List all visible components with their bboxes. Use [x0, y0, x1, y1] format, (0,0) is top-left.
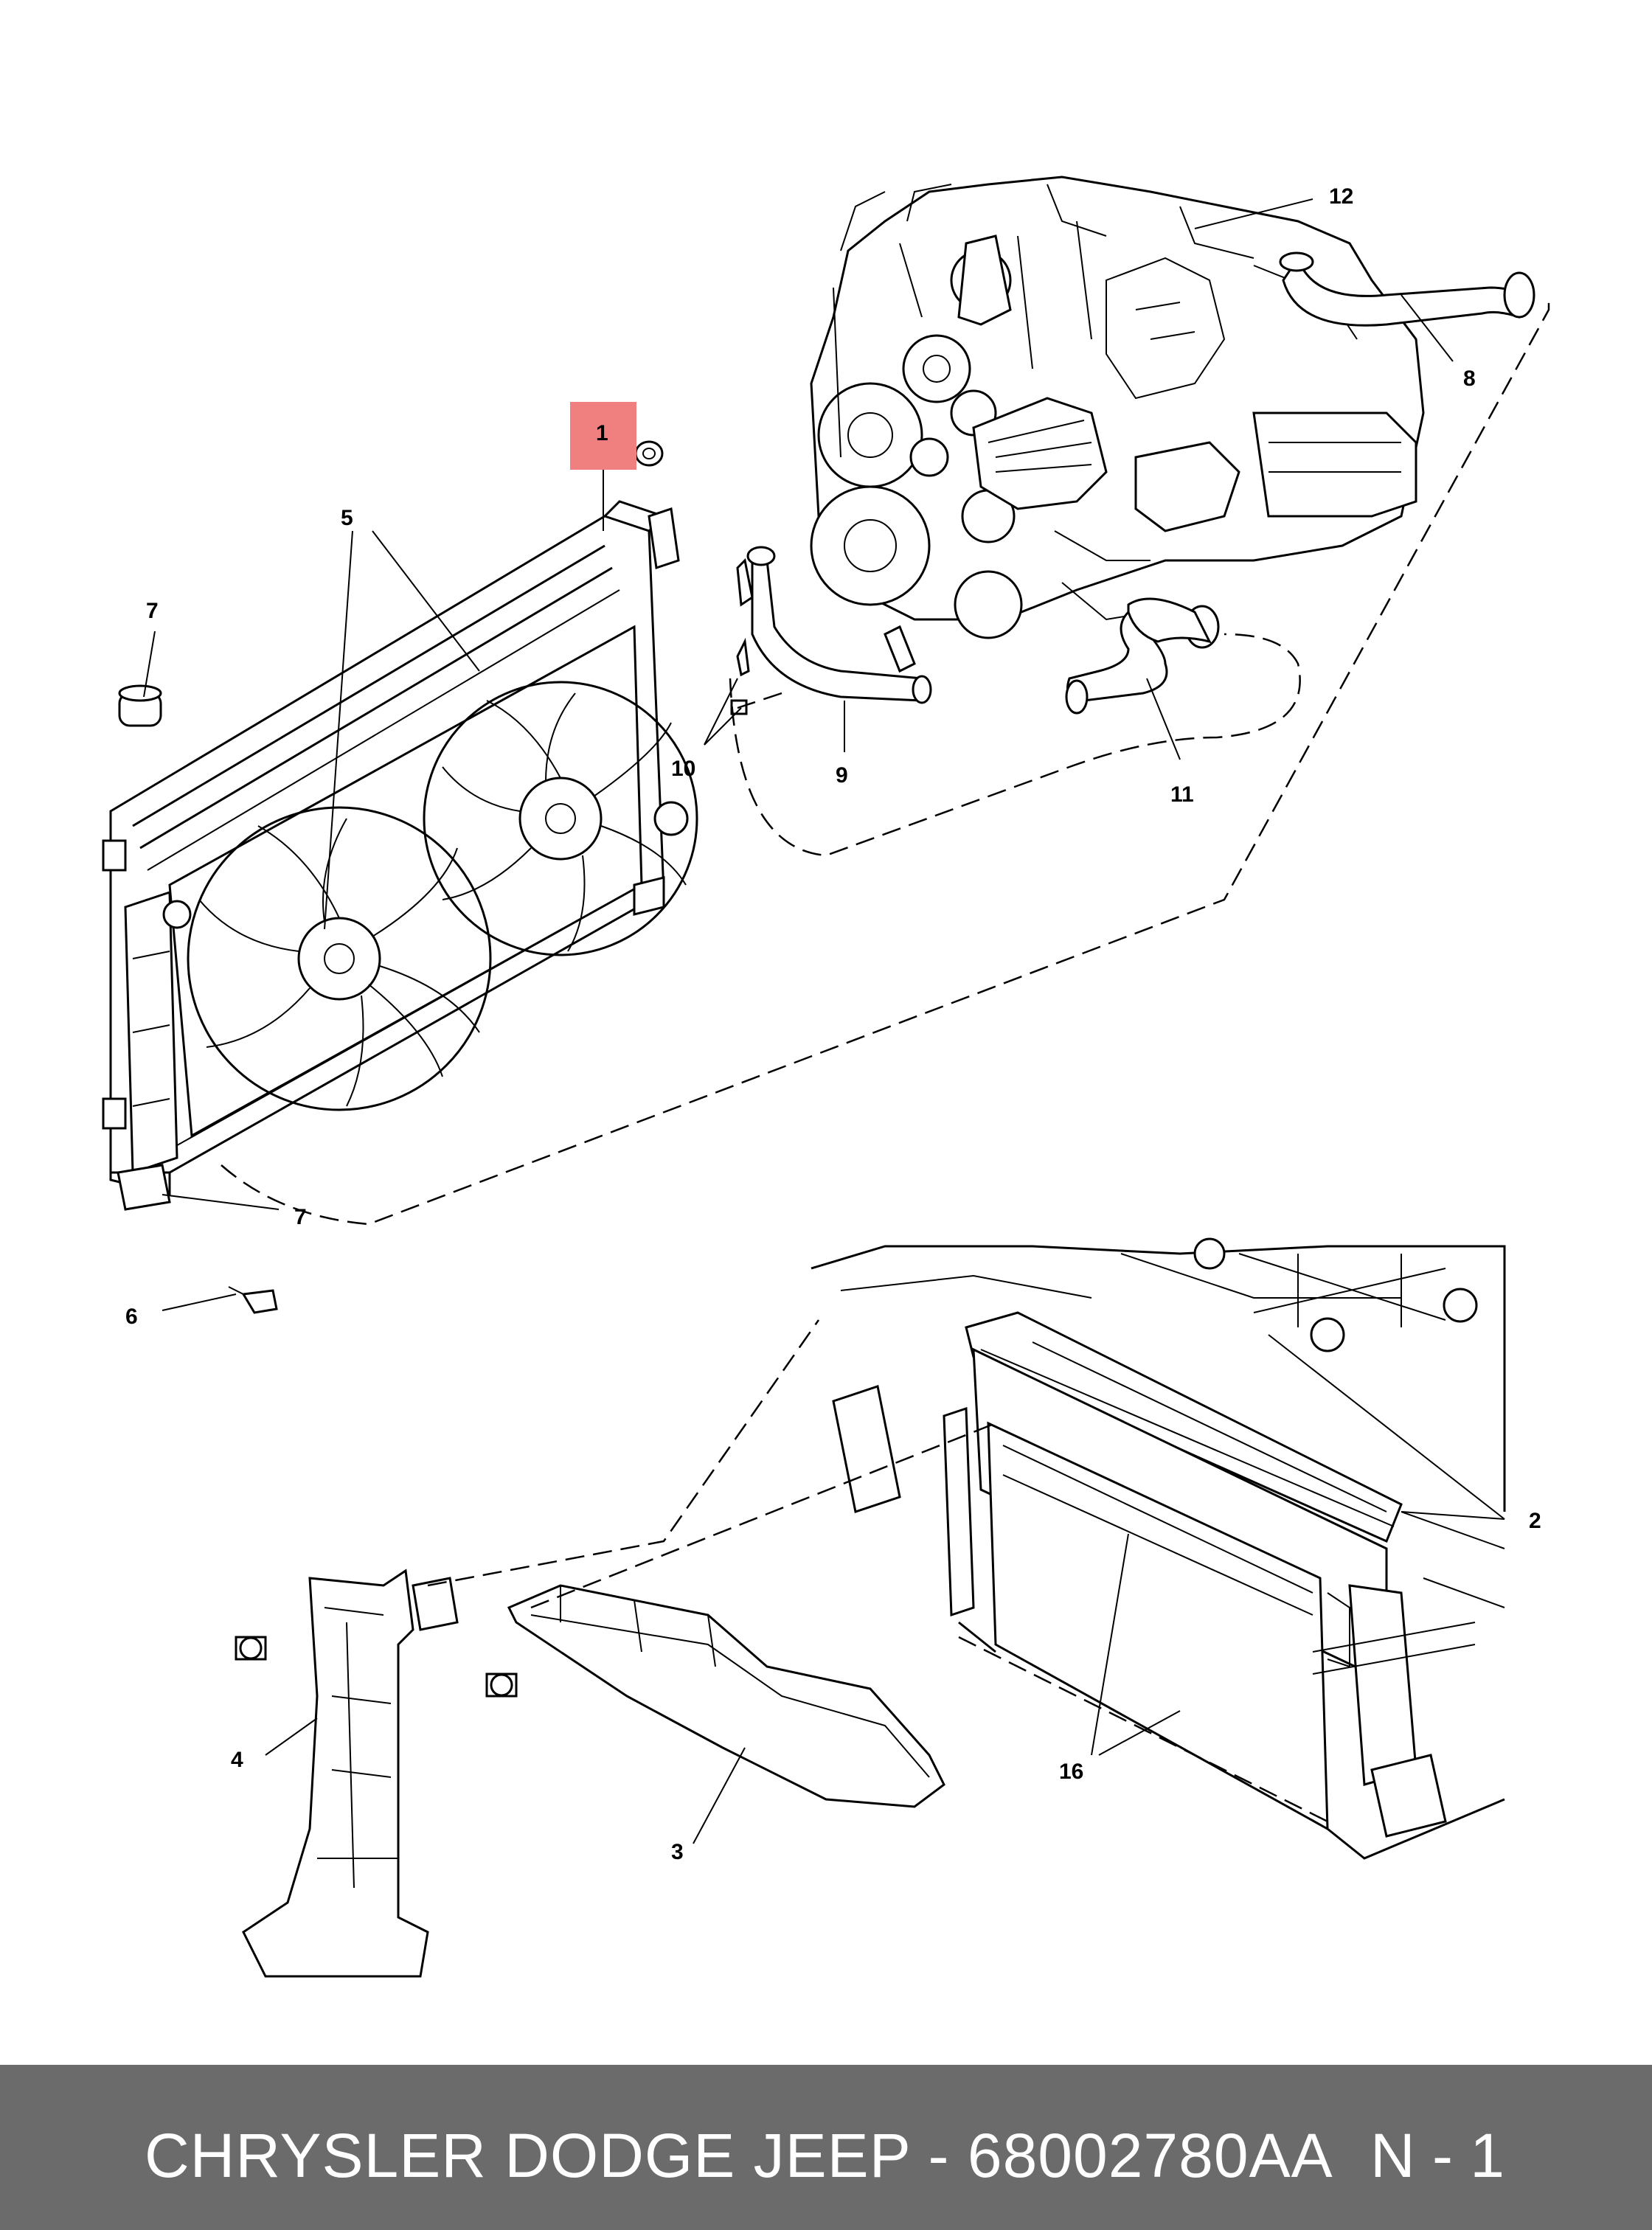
callout-3: 3: [671, 1840, 684, 1864]
callout-5: 5: [341, 506, 353, 530]
callout-1: 1: [596, 421, 608, 445]
callout-7-bottom: 7: [294, 1205, 307, 1229]
callout-8: 8: [1463, 367, 1476, 391]
footer-bar: CHRYSLER DODGE JEEP - 68002780AA N - 1: [0, 2065, 1652, 2230]
relation-lines: [221, 302, 1550, 1823]
radiator-fan-assembly: [102, 500, 698, 1211]
leader-lines: [143, 198, 1505, 1844]
callout-10: 10: [671, 757, 695, 781]
side-air-deflector: [242, 1569, 459, 1978]
part-number-title: CHRYSLER DODGE JEEP - 68002780AA: [145, 2121, 1333, 2190]
bypass-hose: [746, 546, 932, 704]
drain-plug: [634, 440, 664, 467]
isolator: [118, 684, 162, 727]
callout-4: 4: [231, 1748, 243, 1772]
lower-hose: [1065, 597, 1220, 715]
lower-air-deflector: [507, 1584, 945, 1808]
upper-hose: [1279, 251, 1535, 327]
callout-11: 11: [1170, 782, 1194, 807]
callout-7-top: 7: [146, 599, 159, 623]
callout-9: 9: [836, 763, 848, 788]
diagram-reference: N - 1: [1370, 2121, 1504, 2190]
screws: [235, 1636, 518, 1698]
clip-hardware: [730, 558, 754, 715]
callout-12: 12: [1329, 184, 1353, 209]
highlight-box: [570, 402, 636, 470]
parts-diagram: 1 5 7 7 6 10 9 11 8 12 2 16 3 4: [102, 176, 1550, 1978]
engine-assembly: [810, 176, 1425, 639]
callout-16: 16: [1059, 1760, 1083, 1784]
callout-labels: 1 5 7 7 6 10 9 11 8 12 2 16 3 4: [125, 184, 1541, 1864]
front-end-module: [811, 1237, 1506, 1860]
retainer-clip: [228, 1286, 278, 1314]
callout-6: 6: [125, 1305, 138, 1329]
callout-2: 2: [1529, 1509, 1541, 1533]
